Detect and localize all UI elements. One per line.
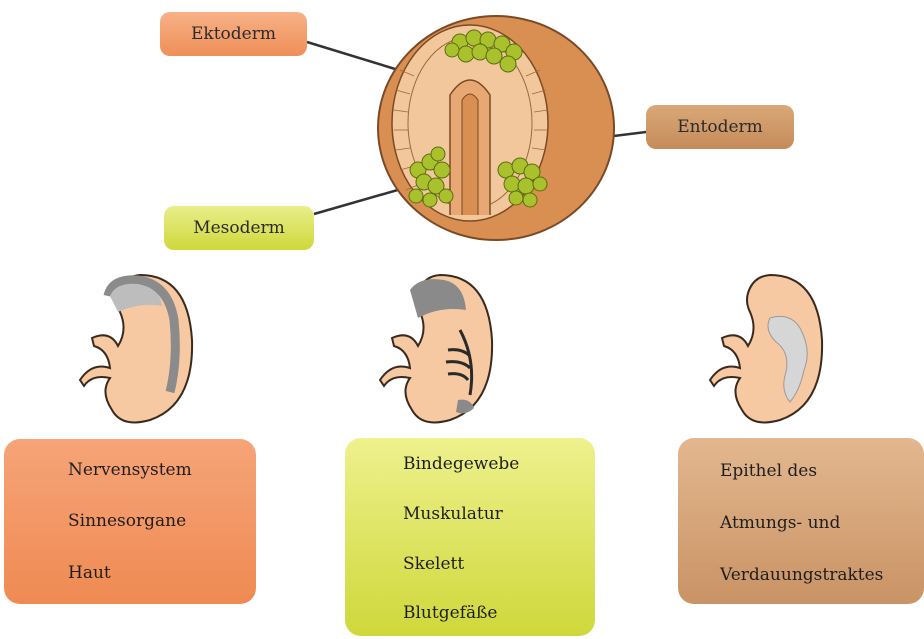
list-item: Blutgefäße xyxy=(403,603,498,623)
gastrula-illustration xyxy=(378,16,614,240)
list-item: Nervensystem xyxy=(68,460,192,480)
list-item: Sinnesorgane xyxy=(68,511,186,531)
list-item: Skelett xyxy=(403,554,464,574)
list-item: Haut xyxy=(68,563,111,583)
embryo-mesoderm-illustration xyxy=(380,275,492,422)
ektoderm-derivatives-box: Nervensystem Sinnesorgane Haut xyxy=(4,439,256,604)
ektoderm-connector xyxy=(307,42,405,72)
list-item: Muskulatur xyxy=(403,504,503,524)
mesoderm-derivatives-box: Bindegewebe Muskulatur Skelett Blutgefäß… xyxy=(345,438,595,636)
list-item: Verdauungstraktes xyxy=(720,565,883,585)
ektoderm-label: Ektoderm xyxy=(160,12,307,56)
embryo-entoderm-illustration xyxy=(710,275,822,422)
list-item: Bindegewebe xyxy=(403,454,519,474)
list-item: Atmungs- und xyxy=(720,513,840,533)
entoderm-label: Entoderm xyxy=(646,105,794,149)
embryo-ectoderm-illustration xyxy=(80,275,192,422)
entoderm-derivatives-box: Epithel des Atmungs- und Verdauungstrakt… xyxy=(678,438,924,604)
list-item: Epithel des xyxy=(720,461,817,481)
mesoderm-label: Mesoderm xyxy=(164,206,314,250)
